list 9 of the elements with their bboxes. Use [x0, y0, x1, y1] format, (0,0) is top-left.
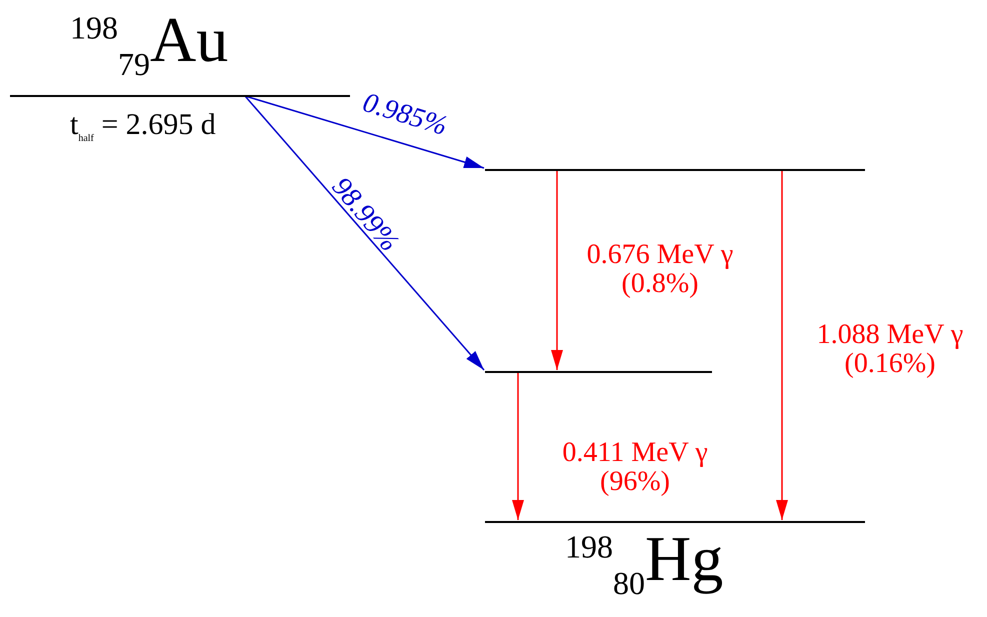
decay-arrow: [512, 373, 524, 520]
energy-level-line: [485, 169, 865, 171]
decay-arrow: [244, 96, 485, 370]
half-life-label: t$_{half}$ = 2.695 d: [70, 108, 216, 144]
decay-arrow: [551, 171, 563, 370]
energy-level-line: [485, 371, 712, 373]
edge-label: 0.985%: [358, 86, 452, 144]
decay-arrow: [776, 171, 788, 520]
decay-arrow: [244, 95, 484, 169]
